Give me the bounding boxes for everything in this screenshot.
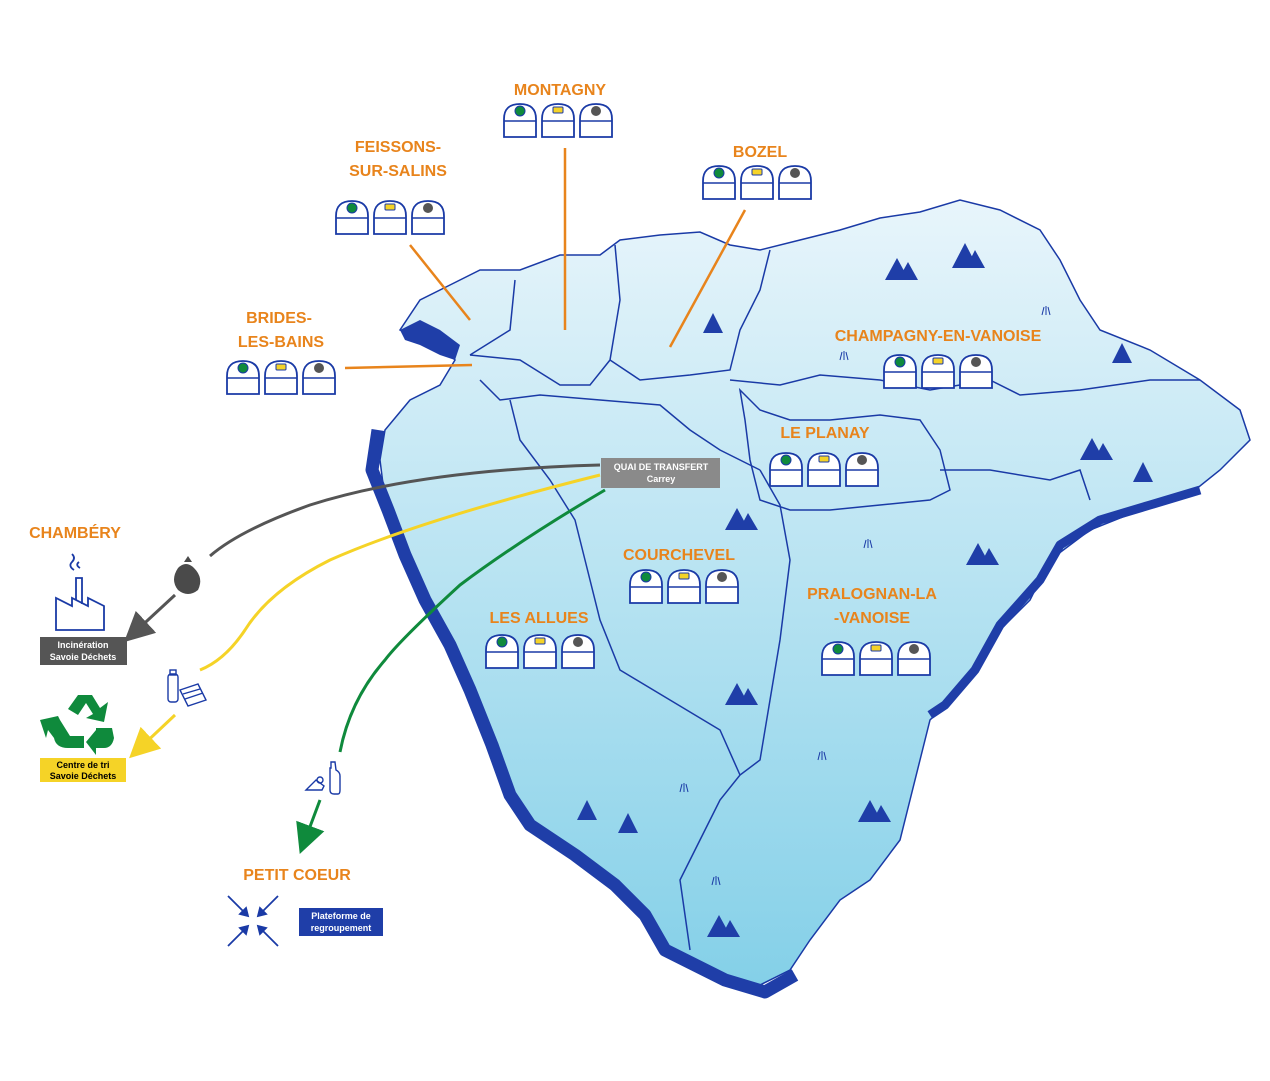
packaging-icon xyxy=(167,669,207,707)
commune-pralognan: PRALOGNAN-LA -VANOISE xyxy=(807,586,937,676)
commune-label-champagny: CHAMPAGNY-EN-VANOISE xyxy=(835,328,1042,345)
commune-label-feissons-2: SUR-SALINS xyxy=(349,163,447,180)
commune-planay: LE PLANAY xyxy=(769,425,879,487)
valley-outline-east xyxy=(927,485,1202,719)
plateforme-label-1: Plateforme de xyxy=(311,911,371,921)
bottle-icon xyxy=(304,761,341,795)
lake-shape xyxy=(400,320,460,360)
commune-bozel: BOZEL xyxy=(702,144,812,200)
bin-group xyxy=(629,569,739,604)
plateforme-label-2: regroupement xyxy=(311,923,372,933)
commune-label-montagny: MONTAGNY xyxy=(514,82,606,99)
commune-borders xyxy=(469,244,1200,951)
incineration-label-2: Savoie Déchets xyxy=(50,652,117,662)
destination-centre-tri: Centre de tri Savoie Déchets xyxy=(40,669,207,782)
commune-label-allues: LES ALLUES xyxy=(490,610,589,627)
bin-group xyxy=(702,165,812,200)
bin-group xyxy=(883,354,993,389)
bin-group xyxy=(821,641,931,676)
commune-label-pralognan-2: -VANOISE xyxy=(834,610,910,627)
bin-group xyxy=(335,200,445,235)
quai-de-transfert: QUAI DE TRANSFERT Carrey xyxy=(601,458,720,488)
commune-champagny: CHAMPAGNY-EN-VANOISE xyxy=(835,328,1042,389)
quai-label-1: QUAI DE TRANSFERT xyxy=(614,462,709,472)
commune-label-pralognan-1: PRALOGNAN-LA xyxy=(807,586,937,603)
flow-emballages xyxy=(199,473,601,672)
bin-group xyxy=(769,452,879,487)
commune-label-planay: LE PLANAY xyxy=(780,425,870,442)
commune-allues: LES ALLUES xyxy=(485,610,595,669)
flow-verre-arrow xyxy=(296,799,325,855)
commune-label-courchevel: COURCHEVEL xyxy=(623,547,735,564)
destination-petit-coeur: PETIT COEUR Plateforme de regroupement xyxy=(227,761,383,947)
commune-brides: BRIDES- LES-BAINS xyxy=(226,310,336,395)
bin-group xyxy=(503,103,613,138)
commune-courchevel: COURCHEVEL xyxy=(623,547,739,604)
commune-label-brides-2: LES-BAINS xyxy=(238,334,325,351)
flow-ordures xyxy=(209,463,601,558)
flow-verre xyxy=(338,488,606,753)
commune-feissons: FEISSONS- SUR-SALINS xyxy=(335,139,447,235)
valley-outline-thick xyxy=(365,429,799,999)
centre-tri-label-1: Centre de tri xyxy=(56,760,109,770)
incineration-label-1: Incinération xyxy=(57,640,108,650)
converging-arrows-icon xyxy=(227,895,279,947)
commune-label-bozel: BOZEL xyxy=(733,144,787,161)
commune-label-feissons-1: FEISSONS- xyxy=(355,139,441,156)
centre-tri-label-2: Savoie Déchets xyxy=(50,771,117,781)
commune-leaders xyxy=(344,148,747,370)
bin-group xyxy=(226,360,336,395)
grass-marks xyxy=(679,306,1051,886)
bin-group xyxy=(485,634,595,669)
chambery-label: CHAMBÉRY xyxy=(29,523,121,542)
quai-label-2: Carrey xyxy=(647,474,676,484)
commune-label-brides-1: BRIDES- xyxy=(246,310,312,327)
flow-emballages-arrow xyxy=(129,713,177,759)
petit-coeur-label: PETIT COEUR xyxy=(243,867,351,884)
mountain-icons xyxy=(577,243,1153,937)
flow-ordures-arrow xyxy=(123,593,177,643)
trash-bag-icon xyxy=(174,556,201,594)
commune-montagny: MONTAGNY xyxy=(503,82,613,138)
destination-chambery: CHAMBÉRY Incinération Savoie Déchets xyxy=(29,523,201,665)
factory-icon xyxy=(55,553,105,631)
recycle-icon xyxy=(40,695,114,755)
